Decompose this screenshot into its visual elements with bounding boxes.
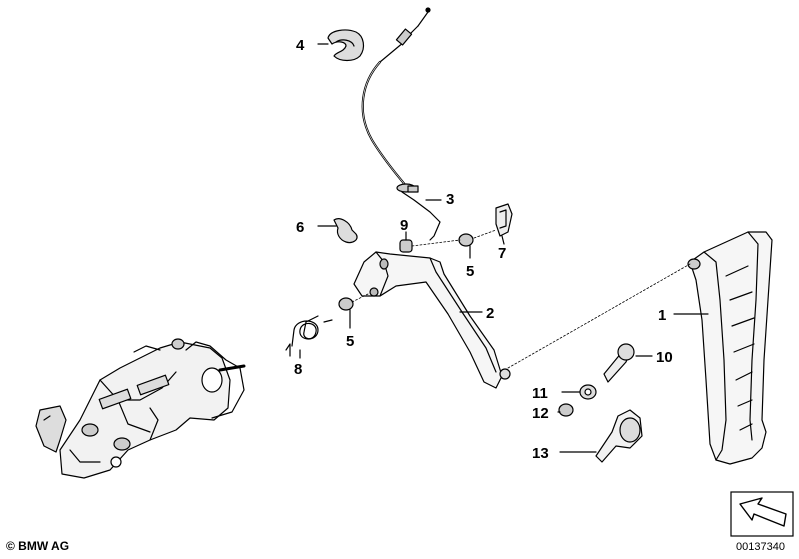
callout-13: 13 [532, 445, 549, 462]
part-6-plug[interactable] [317, 218, 358, 244]
callout-3: 3 [446, 191, 454, 208]
copyright-text: © BMW AG [6, 539, 70, 553]
callout-2: 2 [486, 305, 494, 322]
callout-7: 7 [498, 245, 506, 262]
part-8-spring[interactable] [285, 315, 333, 359]
callout-6: 6 [296, 219, 304, 236]
part-12-nut[interactable] [557, 403, 574, 417]
part-13-sensor[interactable] [559, 409, 643, 463]
callout-4: 4 [296, 37, 305, 54]
part-11-washer[interactable] [561, 384, 597, 400]
callout-10: 10 [656, 349, 673, 366]
part-5-bushing-upper[interactable] [458, 233, 474, 259]
part-1-pedal-pad[interactable] [673, 231, 773, 465]
callout-5-upper: 5 [466, 263, 474, 280]
diagram-number: 00137340 [736, 541, 785, 553]
pedal-bracket-assembly [35, 338, 246, 479]
part-2-pedal-arm[interactable] [353, 251, 511, 389]
callout-1: 1 [658, 307, 666, 324]
callout-5-lower: 5 [346, 333, 354, 350]
part-10-bolt[interactable] [603, 343, 653, 383]
part-4-clip[interactable] [317, 29, 365, 62]
part-7-bracket[interactable] [495, 203, 513, 245]
part-9-bushing[interactable] [399, 231, 413, 253]
callout-8: 8 [294, 361, 302, 378]
dashed-alignment-lines [351, 229, 691, 369]
arrow-icon [730, 491, 794, 537]
callout-9: 9 [400, 217, 408, 234]
callout-12: 12 [532, 405, 549, 422]
part-5-bushing-lower[interactable] [338, 297, 354, 329]
part-3-cable[interactable] [361, 7, 442, 241]
callout-11: 11 [532, 385, 548, 402]
